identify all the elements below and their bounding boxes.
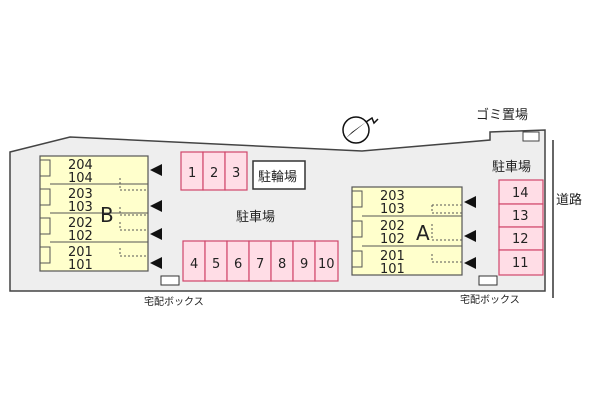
triangle-entrance-icon (150, 228, 162, 240)
parking-space-3: 3 (232, 166, 240, 181)
parking-space-9: 9 (300, 257, 308, 272)
unit-a-102: 102 (380, 232, 405, 247)
unit-b-103: 103 (68, 200, 93, 215)
unit-b-204: 204 (68, 158, 93, 173)
parking-space-5: 5 (212, 257, 220, 272)
parking-space-4: 4 (190, 257, 198, 272)
unit-b-203: 203 (68, 187, 93, 202)
parking-space-1: 1 (188, 166, 196, 181)
parking-right-label: 駐車場 (492, 160, 531, 175)
building-b-label: B (100, 203, 114, 227)
compass-north-icon (342, 116, 379, 144)
garbage-label: ゴミ置場 (476, 107, 528, 123)
parking-space-12: 12 (512, 232, 529, 247)
triangle-entrance-icon (464, 196, 476, 208)
unit-b-201: 201 (68, 245, 93, 260)
building-a-label: A (416, 221, 430, 245)
garbage-box (522, 131, 540, 142)
triangle-entrance-icon (464, 230, 476, 242)
parking-space-14: 14 (512, 186, 529, 201)
parking-space-13: 13 (512, 209, 529, 224)
parking-space-8: 8 (278, 257, 286, 272)
road-label: 道路 (556, 192, 582, 208)
parking-bottom (182, 240, 339, 282)
bicycle-parking-box (252, 160, 306, 190)
entrance-markers-b (150, 164, 162, 269)
delivery-box-right-label: 宅配ボックス (460, 293, 520, 306)
bicycle-parking-label: 駐輪場 (258, 169, 297, 185)
unit-a-203: 203 (380, 189, 405, 204)
delivery-box-right (478, 275, 498, 286)
unit-b-202: 202 (68, 216, 93, 231)
unit-a-101: 101 (380, 262, 405, 277)
parking-space-7: 7 (256, 257, 264, 272)
parking-right (498, 179, 544, 276)
triangle-entrance-icon (464, 257, 476, 269)
unit-b-102: 102 (68, 229, 93, 244)
parking-center-label: 駐車場 (236, 210, 275, 225)
triangle-entrance-icon (150, 257, 162, 269)
parking-top (180, 151, 248, 191)
delivery-box-left (160, 275, 180, 286)
unit-a-201: 201 (380, 249, 405, 264)
entrance-markers-a (464, 196, 476, 269)
parking-space-6: 6 (234, 257, 242, 272)
unit-a-103: 103 (380, 202, 405, 217)
parking-space-2: 2 (210, 166, 218, 181)
building-a (351, 186, 463, 276)
delivery-box-left-label: 宅配ボックス (144, 295, 204, 308)
unit-b-104: 104 (68, 171, 93, 186)
unit-b-101: 101 (68, 258, 93, 273)
triangle-entrance-icon (150, 164, 162, 176)
unit-a-202: 202 (380, 219, 405, 234)
parking-space-11: 11 (512, 256, 529, 271)
parking-space-10: 10 (318, 257, 335, 272)
triangle-entrance-icon (150, 200, 162, 212)
building-b (39, 155, 149, 272)
